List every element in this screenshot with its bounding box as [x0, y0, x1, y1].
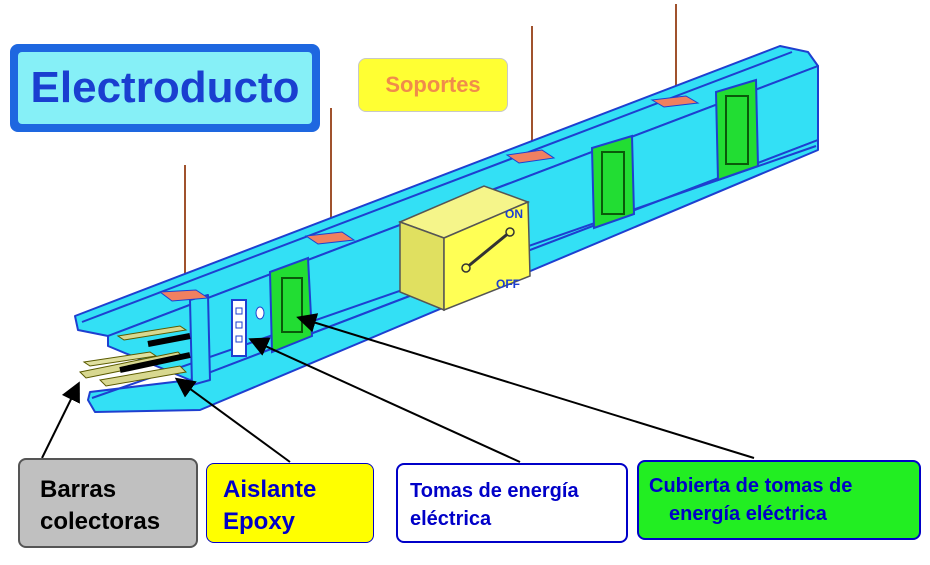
support-plates: [158, 95, 700, 302]
label-barras-line1: Barras: [40, 476, 117, 503]
switch-box: [397, 185, 531, 312]
title-box: Electroducto: [10, 44, 320, 132]
callout-arrows: [41, 313, 755, 463]
label-soportes: Soportes: [358, 58, 508, 112]
label-cubierta-tomas: Cubierta de tomas de energía eléctrica: [637, 460, 921, 540]
label-cubierta-line2: energía eléctrica: [669, 503, 827, 525]
label-barras-line2: colectoras: [40, 508, 161, 535]
tap-covers: [268, 78, 760, 354]
switch-off-label: OFF: [496, 277, 520, 291]
label-tomas-energia: Tomas de energía eléctrica: [396, 463, 628, 543]
label-tomas-line1: Tomas de energía: [410, 480, 579, 502]
tap-outlet: [231, 299, 265, 357]
collector-bars: [78, 325, 191, 387]
label-tomas-line2: eléctrica: [410, 508, 492, 530]
label-cubierta-line1: Cubierta de tomas de: [649, 475, 853, 497]
switch-on-label: ON: [505, 207, 523, 221]
label-barras-colectoras: Barras colectoras: [18, 458, 198, 548]
label-aislante-line1: Aislante: [223, 476, 317, 503]
page-title: Electroducto: [18, 52, 312, 124]
label-aislante-line2: Epoxy: [223, 508, 296, 535]
label-aislante-epoxy: Aislante Epoxy: [206, 463, 374, 543]
